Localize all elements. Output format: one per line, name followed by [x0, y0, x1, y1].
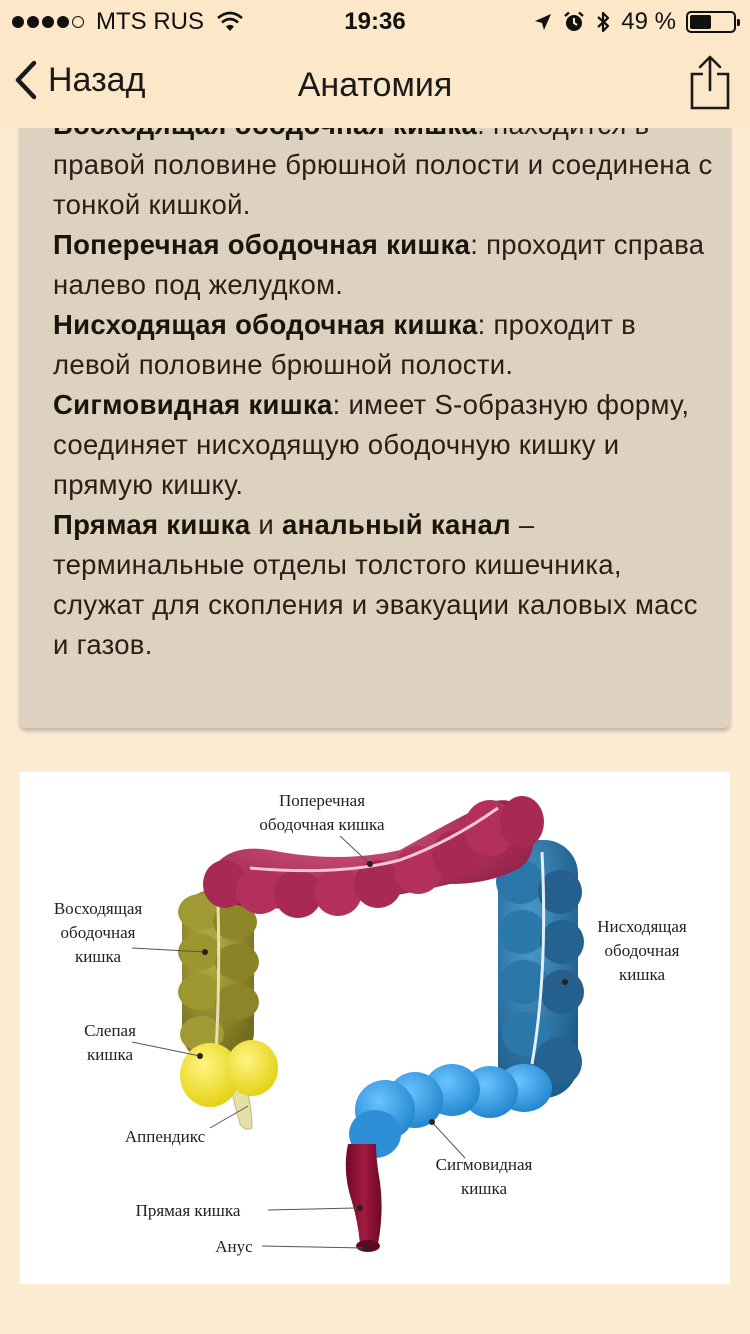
- article-paragraph-transverse: Поперечная ободочная кишка: проходит спр…: [53, 229, 705, 300]
- article-text: Восходящая ободочная кишка: находится в …: [53, 105, 713, 665]
- page-title: Анатомия: [297, 66, 453, 104]
- label-cecum-1: Слепая: [84, 1021, 136, 1040]
- sigmoid-colon: [349, 1064, 552, 1158]
- rectum: [345, 1144, 382, 1252]
- descending-colon: [496, 840, 584, 1098]
- label-transverse-2: ободочная кишка: [259, 815, 385, 834]
- label-descending-2: ободочная: [605, 941, 680, 960]
- ascending-colon: [178, 890, 259, 1062]
- label-anus: Анус: [215, 1237, 253, 1256]
- signal-dots-icon: [12, 16, 84, 28]
- term-sigmoid: Сигмовидная кишка: [53, 389, 333, 420]
- label-rectum: Прямая кишка: [136, 1201, 241, 1220]
- label-sigmoid-1: Сигмовидная: [436, 1155, 533, 1174]
- label-descending-3: кишка: [619, 965, 665, 984]
- colon-illustration: Поперечная ободочная кишка Восходящая об…: [20, 772, 730, 1284]
- battery-fill: [690, 15, 711, 29]
- status-bar: MTS RUS 19:36 49 %: [0, 0, 750, 40]
- leader-lines: [131, 835, 576, 1249]
- back-label: Назад: [48, 60, 146, 99]
- label-markers: [197, 861, 568, 1251]
- label-cecum-2: кишка: [87, 1045, 133, 1064]
- label-ascending-1: Восходящая: [54, 899, 143, 918]
- label-transverse-1: Поперечная: [279, 791, 365, 810]
- label-descending-1: Нисходящая: [597, 917, 687, 936]
- article-paragraph-sigmoid: Сигмовидная кишка: имеет S-образную форм…: [53, 389, 690, 500]
- label-sigmoid-2: кишка: [461, 1179, 507, 1198]
- article-paragraph-descending: Нисходящая ободочная кишка: проходит в л…: [53, 309, 636, 380]
- battery-percent: 49 %: [621, 8, 676, 35]
- navigation-bar: Назад Анатомия: [0, 40, 750, 128]
- carrier-name: MTS RUS: [96, 8, 204, 35]
- status-right: 49 %: [533, 8, 740, 36]
- battery-icon: [686, 11, 740, 33]
- wifi-icon: [217, 11, 243, 31]
- label-ascending-3: кишка: [75, 947, 121, 966]
- back-button[interactable]: Назад: [14, 60, 145, 100]
- status-time: 19:36: [344, 8, 406, 35]
- article-card: Восходящая ободочная кишка: находится в …: [20, 80, 730, 728]
- transverse-colon: [203, 796, 544, 918]
- article-paragraph-rectum: Прямая кишка и анальный канал – терминал…: [53, 509, 698, 660]
- alarm-icon: [564, 11, 585, 31]
- share-icon[interactable]: [688, 54, 732, 110]
- term-descending: Нисходящая ободочная кишка: [53, 309, 478, 340]
- cecum: [180, 1040, 278, 1107]
- term-anal-canal: анальный канал: [282, 509, 511, 540]
- status-left: MTS RUS: [12, 8, 244, 36]
- colon-diagram: Поперечная ободочная кишка Восходящая об…: [54, 791, 687, 1256]
- label-appendix: Аппендикс: [125, 1127, 206, 1146]
- label-ascending-2: ободочная: [61, 923, 136, 942]
- chevron-left-icon: [15, 60, 37, 100]
- term-transverse: Поперечная ободочная кишка: [53, 229, 471, 260]
- bluetooth-icon: [597, 11, 610, 33]
- term-rectum: Прямая кишка: [53, 509, 251, 540]
- location-arrow-icon: [535, 14, 552, 30]
